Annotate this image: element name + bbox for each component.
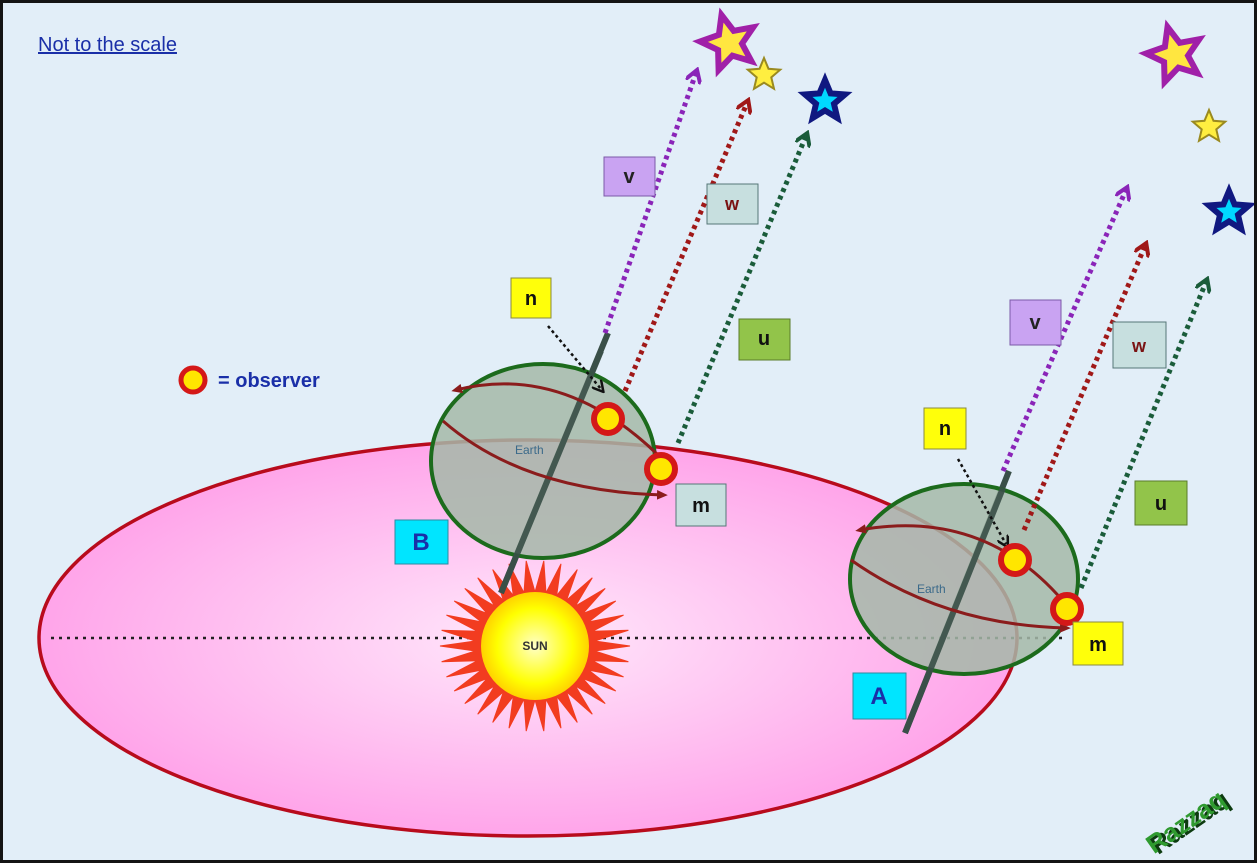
- sun-disc: [481, 592, 589, 700]
- sightline-v-a: [1000, 190, 1126, 473]
- label-position-a-box: [852, 672, 907, 720]
- star-yellow-icon-near: [745, 55, 783, 91]
- rotation-path-b-upper: [451, 382, 660, 457]
- label-u-b-box: [738, 318, 791, 361]
- star-purple-icon-far: [1138, 19, 1206, 90]
- label-position-b-box: [394, 519, 449, 565]
- label-m-a: m: [1089, 634, 1107, 656]
- observer-m-a: [1050, 592, 1084, 626]
- observer-n-a: [998, 543, 1032, 577]
- label-m-a-box: [1072, 621, 1124, 666]
- observer-m-b: [644, 452, 678, 486]
- label-w-a: w: [1131, 336, 1147, 356]
- rotation-path-b-lower: [442, 419, 668, 500]
- sightline-u-a: [1078, 282, 1206, 589]
- label-u-b: u: [758, 328, 770, 350]
- label-v-a: v: [1029, 312, 1041, 334]
- star-yellow-icon-far: [1190, 107, 1228, 143]
- label-v-b: v: [623, 166, 635, 188]
- rotation-path-a-upper: [855, 524, 1065, 602]
- sun-label: SUN: [522, 639, 547, 653]
- orbit-diagram: SUN Earth n m v: [37, 7, 1254, 860]
- legend-text: = observer: [218, 370, 320, 392]
- rotation-path-a-lower: [850, 558, 1071, 633]
- sightline-w-b: [622, 103, 747, 392]
- star-blue-icon-far: [1201, 183, 1254, 236]
- star-blue-icon-near: [797, 72, 853, 125]
- label-u-a-box: [1134, 480, 1188, 526]
- label-position-a: A: [870, 683, 887, 710]
- stars: [692, 7, 1254, 236]
- watermark: Razzaq Razzaq: [1140, 784, 1235, 860]
- sightline-u-b: [675, 136, 806, 444]
- sightline-w-a: [1021, 246, 1145, 531]
- not-to-scale-note[interactable]: Not to the scale: [38, 34, 177, 56]
- earth-b: [429, 362, 657, 560]
- label-position-b: B: [412, 529, 429, 556]
- pointer-n-b: [547, 325, 601, 389]
- star-purple-icon-near: [692, 7, 760, 78]
- label-v-b-box: [603, 156, 656, 197]
- observer-n-b: [591, 402, 625, 436]
- earth-label-b: Earth: [515, 443, 544, 457]
- earth-label-a: Earth: [917, 582, 946, 596]
- earth-position-a: Earth n m v w u A: [848, 190, 1206, 735]
- watermark-text: Razzaq: [1140, 784, 1231, 860]
- label-n-a-box: [923, 407, 967, 450]
- earth-position-b: Earth n m v w u B: [394, 73, 806, 595]
- observer-legend-icon: [178, 365, 208, 395]
- label-n-a: n: [939, 418, 951, 440]
- label-w-b: w: [724, 194, 740, 214]
- label-v-a-box: [1009, 299, 1062, 346]
- label-w-b-box: [706, 183, 759, 225]
- rotation-axis-b-front: [498, 349, 604, 595]
- sightline-v-b: [602, 73, 696, 334]
- label-u-a: u: [1155, 493, 1167, 515]
- label-n-b: n: [525, 288, 537, 310]
- sun: SUN: [439, 560, 631, 732]
- pointer-n-a: [956, 458, 1006, 544]
- label-m-b: m: [692, 495, 710, 517]
- label-w-a-box: [1112, 321, 1167, 369]
- label-m-b-box: [675, 483, 727, 527]
- label-n-b-box: [510, 277, 552, 319]
- legend: = observer: [178, 365, 320, 395]
